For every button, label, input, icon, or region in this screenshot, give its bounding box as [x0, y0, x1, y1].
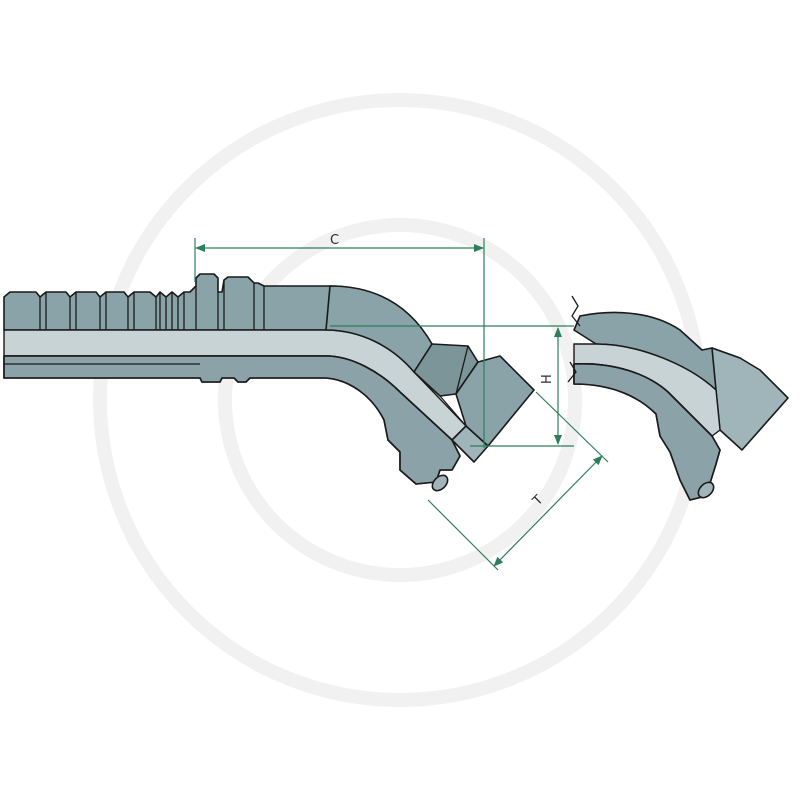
detail-view-flange [567, 295, 789, 501]
hose-tail-section [3, 355, 461, 492]
dimension-c-label: C [330, 233, 339, 248]
main-fitting [3, 273, 535, 492]
dimension-h: H [330, 325, 574, 447]
flange-head [413, 343, 535, 463]
dimension-c: C [194, 233, 485, 448]
dimension-h-label: H [540, 374, 555, 384]
